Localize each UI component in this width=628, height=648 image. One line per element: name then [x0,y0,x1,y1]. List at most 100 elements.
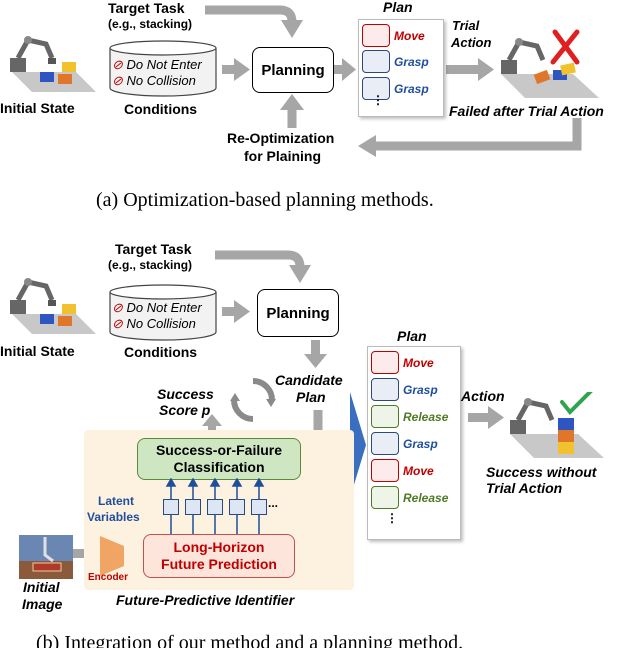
planning-box-a: Planning [252,47,334,93]
target-task-example-b: (e.g., stacking) [108,258,193,272]
success-label-b-2: Trial Action [486,480,563,496]
condition-text: Do Not Enter [126,57,202,72]
latent-variable-box [207,499,223,515]
planning-label-a: Planning [261,61,325,79]
target-task-label-b: Target Task [115,241,192,257]
prediction-label-2: Future Prediction [161,556,277,572]
condition-item-a-2: ⊘ No Collision [112,73,196,88]
failed-label-a: Failed after Trial Action [449,103,604,119]
plan-title-a: Plan [383,0,413,15]
step-label: Move [403,355,434,370]
more-steps-icon: ⋮ [372,93,384,107]
classification-label-2: Classification [173,459,265,475]
encoder-label: Encoder [88,572,129,583]
arrow-conditions-to-planning-b [222,300,250,323]
identifier-label: Future-Predictive Identifier [116,592,295,608]
plan-step-b-6: Release [371,486,448,509]
success-label-b-1: Success without [486,464,597,480]
grasp-icon [371,378,399,401]
conditions-title-a: Conditions [124,101,198,117]
arrow-planning-to-plan-a [334,58,356,81]
step-label: Move [403,463,434,478]
release-icon [371,405,399,428]
arrow-target-to-planning-a [205,5,303,38]
condition-item-b-1: ⊘ Do Not Enter [112,300,202,315]
latent-label-2: Variables [87,510,140,524]
initial-image-label-2: Image [22,596,63,612]
encoder-shape [100,536,124,576]
success-score-label-b-2: Score p [159,402,211,418]
grasp-icon [362,50,390,73]
arrow-reoptimization-a [280,94,582,157]
step-label: Move [394,28,425,43]
latent-more: ... [268,496,279,510]
prediction-label-1: Long-Horizon [173,539,265,555]
arrow-conditions-to-planning-a [222,58,250,81]
robot-scene-initial-a [10,36,96,92]
move-icon [362,24,390,47]
planning-label-b: Planning [266,304,330,322]
target-task-example-a: (e.g., stacking) [108,17,193,31]
candidate-label-b-1: Candidate [275,372,343,388]
grasp-icon [371,432,399,455]
plan-step-a-2: Grasp [362,50,429,73]
arrow-planning-to-candidate-b [304,340,327,368]
plan-step-a-1: Move [362,24,425,47]
step-label: Release [403,490,449,505]
plan-step-a-3: Grasp [362,77,429,100]
robot-scene-failed-a [501,29,599,98]
step-label: Grasp [394,54,429,69]
classification-label-1: Success-or-Failure [155,442,283,458]
grasp-icon [362,77,390,100]
candidate-label-b-2: Plan [296,389,326,405]
move-icon [371,459,399,482]
condition-text: No Collision [126,316,196,331]
initial-state-label-a: Initial State [0,100,75,116]
conditions-cylinder-b [109,284,217,341]
plan-step-b-3: Release [371,405,448,428]
latent-variable-box [163,499,179,515]
target-task-label-a: Target Task [108,0,185,16]
latent-variable-box [229,499,245,515]
conditions-title-b: Conditions [124,344,198,360]
trial-action-label-a: Action [451,35,492,50]
cycle-icon [230,378,276,422]
initial-image-thumbnail [19,535,73,579]
plan-title-b: Plan [397,328,427,344]
condition-text: Do Not Enter [126,300,202,315]
plan-step-b-4: Grasp [371,432,438,455]
initial-image-label-1: Initial [23,579,60,595]
condition-item-a-1: ⊘ Do Not Enter [112,57,202,72]
reopt-label-a-1: Re-Optimization [227,130,335,146]
conditions-cylinder-a [109,40,217,97]
blue-triangle-b [350,392,366,498]
trial-label-a: Trial [452,18,480,33]
robot-scene-initial-b [10,278,96,334]
arrow-target-to-planning-b [215,250,311,283]
action-label-b: Action [461,388,505,404]
success-score-label-b-1: Success [157,386,214,402]
step-label: Grasp [403,382,438,397]
release-icon [371,486,399,509]
planning-box-b: Planning [257,289,339,337]
condition-item-b-2: ⊘ No Collision [112,316,196,331]
caption-a: (a) Optimization-based planning methods. [96,189,434,211]
condition-text: No Collision [126,73,196,88]
plan-step-b-5: Move [371,459,434,482]
initial-state-label-b: Initial State [0,343,75,359]
more-steps-icon: ⋮ [386,511,398,525]
plan-step-b-2: Grasp [371,378,438,401]
latent-variable-box [251,499,267,515]
step-label: Release [403,409,449,424]
robot-scene-success-b [510,392,604,458]
caption-b: (b) Integration of our method and a plan… [36,632,464,648]
arrow-plan-to-trial-a [446,58,494,81]
arrow-plan-to-action-b [468,406,504,429]
latent-label-1: Latent [98,494,134,508]
step-label: Grasp [394,81,429,96]
step-label: Grasp [403,436,438,451]
